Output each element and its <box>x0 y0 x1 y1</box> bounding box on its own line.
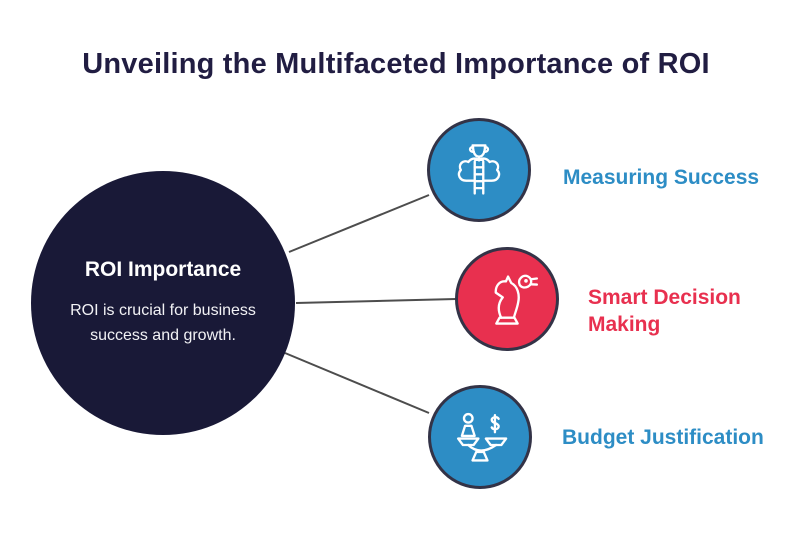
measuring-success-circle <box>427 118 531 222</box>
center-node: ROI Importance ROI is crucial for busine… <box>31 171 295 435</box>
budget-justification-label: Budget Justification <box>562 426 764 449</box>
balance-scale-icon <box>456 412 508 462</box>
smart-decision-label: Smart Decision Making <box>588 286 741 336</box>
center-node-description: ROI is crucial for business success and … <box>70 302 256 344</box>
connector-line-bottom <box>284 352 430 414</box>
budget-justification-circle <box>428 385 532 489</box>
page-title: Unveiling the Multifaceted Importance of… <box>82 48 710 80</box>
trophy-ladder-icon <box>457 144 501 195</box>
connector-line-top <box>288 194 430 253</box>
chess-knight-hand-icon <box>494 274 539 325</box>
center-node-heading: ROI Importance <box>84 258 242 281</box>
smart-decision-circle <box>455 247 559 351</box>
measuring-success-label: Measuring Success <box>563 166 760 189</box>
connector-line-middle <box>295 298 457 304</box>
